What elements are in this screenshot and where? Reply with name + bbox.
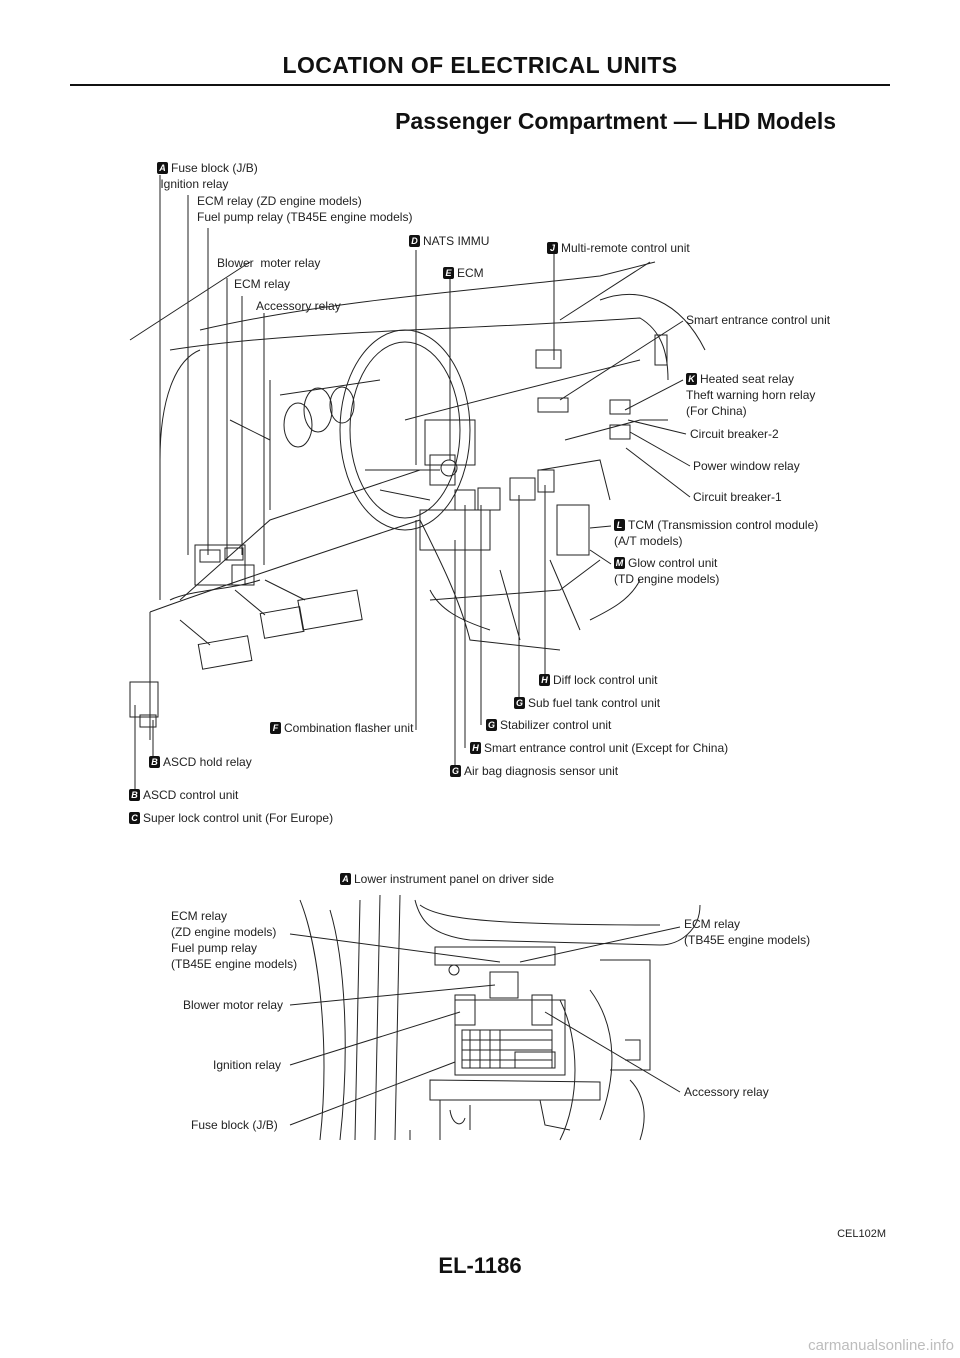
callout-blower-relay: Blower moter relay (217, 256, 321, 270)
callout-ecm-fuel-pump-relay: ECM relay (ZD engine models) Fuel pump r… (197, 194, 413, 224)
detail-label-ecm-relay-tb45e: ECM relay (TB45E engine models) (684, 917, 811, 947)
callout-accessory-relay: Accessory relay (256, 299, 341, 313)
figure-reference: CEL102M (837, 1228, 886, 1240)
callout-circuit-breaker-2: Circuit breaker-2 (690, 427, 779, 441)
detail-label-ignition-relay: Ignition relay (213, 1058, 282, 1072)
callout-power-window-relay: Power window relay (693, 459, 800, 473)
section-header: LOCATION OF ELECTRICAL UNITS (282, 52, 678, 78)
detail-label-fuse-block: Fuse block (J/B) (191, 1118, 278, 1132)
page-number: EL-1186 (438, 1253, 522, 1278)
callout-ecm-relay: ECM relay (234, 277, 291, 291)
callout-smart-entrance: Smart entrance control unit (686, 313, 831, 327)
detail-label-accessory-relay: Accessory relay (684, 1085, 769, 1099)
detail-label-blower-relay: Blower motor relay (183, 998, 284, 1012)
page-title: Passenger Compartment — LHD Models (395, 108, 836, 134)
detail-label-ecm-fuel-pump: ECM relay (ZD engine models) Fuel pump r… (171, 909, 298, 971)
watermark: carmanualsonline.info (808, 1337, 954, 1354)
header-rule (70, 84, 890, 86)
callout-circuit-breaker-1: Circuit breaker-1 (693, 490, 782, 504)
